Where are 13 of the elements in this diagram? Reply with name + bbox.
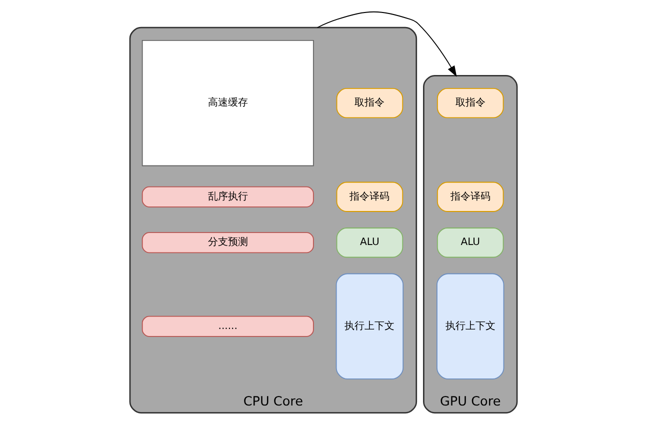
node-box: 执行上下文	[336, 273, 404, 380]
node-box: 取指令	[436, 88, 504, 118]
node-box: 乱序执行	[142, 186, 314, 208]
node-box: ......	[142, 316, 314, 337]
node-box: ALU	[336, 228, 404, 258]
node-box: 分支预测	[142, 232, 314, 254]
node-box: 指令译码	[336, 182, 404, 212]
node-box: 指令译码	[436, 182, 504, 212]
arrow	[316, 11, 457, 77]
node-box: ALU	[436, 228, 504, 258]
node-box: 取指令	[336, 88, 404, 118]
node-box: 高速缓存	[142, 40, 314, 166]
node-box: 执行上下文	[436, 273, 504, 380]
